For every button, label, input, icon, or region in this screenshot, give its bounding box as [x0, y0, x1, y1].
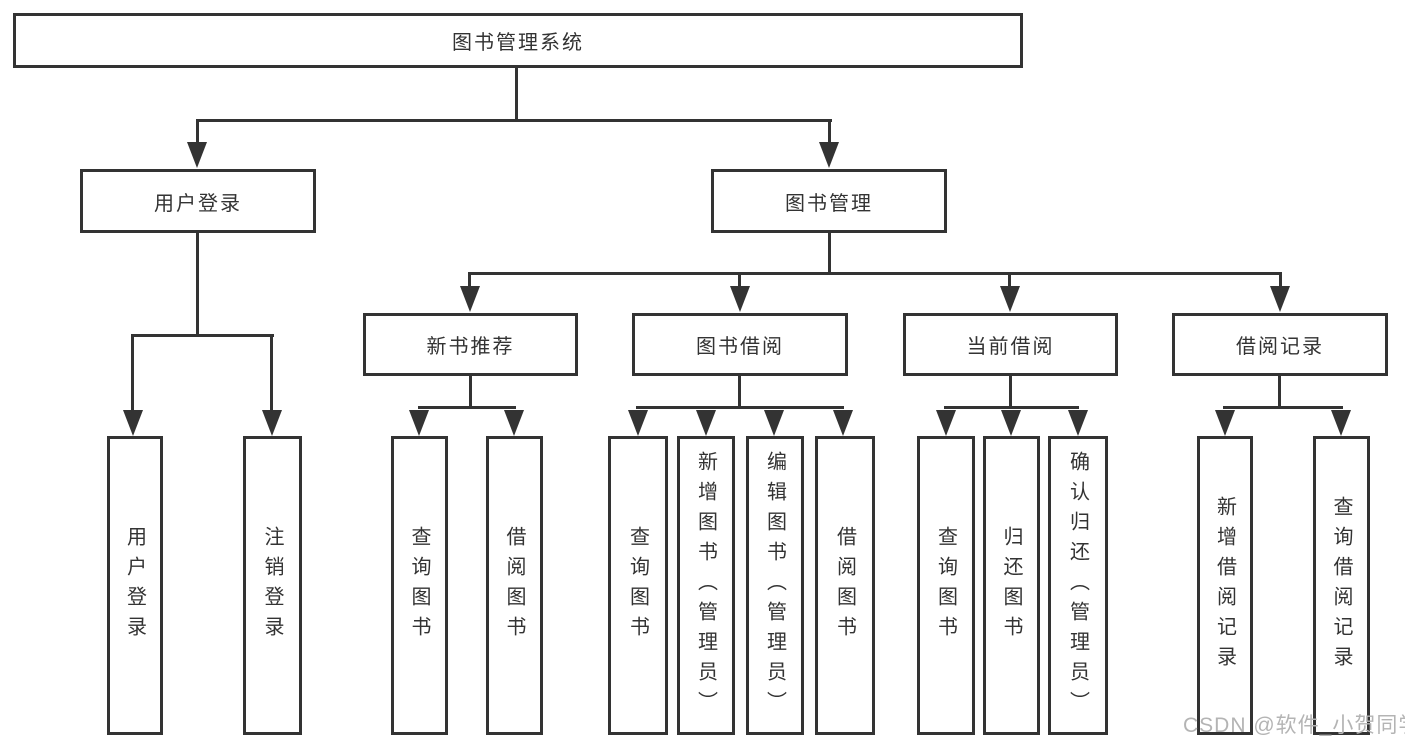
node-leaf-recommend-query-book-label: 查询图书 [408, 525, 430, 646]
arrowhead-down-icon [1000, 286, 1020, 312]
connector-userlogin-stem-right [270, 334, 273, 414]
connector-userlogin-hline [131, 334, 274, 337]
connector-newbook-vline [469, 376, 472, 408]
node-current-borrowing: 当前借阅 [903, 313, 1118, 376]
node-leaf-query-borrow-record-label: 查询借阅记录 [1330, 495, 1352, 676]
node-current-borrowing-label: 当前借阅 [966, 336, 1055, 358]
arrowhead-down-icon [628, 410, 648, 436]
connector-current-hline [944, 406, 1079, 409]
node-leaf-recommend-borrow-book-label: 借阅图书 [503, 525, 525, 646]
node-new-book-recommend: 新书推荐 [363, 313, 578, 376]
connector-root-hline [196, 119, 832, 122]
node-leaf-confirm-return-admin: 确认归还（管理员） [1048, 436, 1108, 735]
node-leaf-user-login: 用户登录 [107, 436, 163, 735]
connector-bookmgmt-stem-1 [468, 272, 471, 290]
arrowhead-down-icon [187, 142, 207, 168]
connector-bookmgmt-stem-2 [738, 272, 741, 290]
node-leaf-recommend-query-book: 查询图书 [391, 436, 448, 735]
node-root-label: 图书管理系统 [452, 32, 584, 54]
connector-records-hline [1223, 406, 1343, 409]
node-user-login-label: 用户登录 [154, 192, 242, 215]
arrowhead-down-icon [764, 410, 784, 436]
connector-root-stem-left [196, 119, 199, 147]
connector-records-vline [1278, 376, 1281, 408]
node-leaf-logout: 注销登录 [243, 436, 302, 735]
node-book-borrowing-label: 图书借阅 [696, 336, 784, 358]
node-leaf-add-book-admin-label: 新增图书（管理员） [694, 450, 717, 721]
connector-newbook-hline [418, 406, 516, 409]
watermark: CSDN @软件_小贺同学 [1183, 714, 1405, 737]
connector-userlogin-vline [196, 233, 199, 336]
connector-bookmgmt-stem-3 [1008, 272, 1011, 290]
connector-bookmgmt-vline [828, 233, 831, 275]
node-root: 图书管理系统 [13, 13, 1023, 68]
node-leaf-return-book-label: 归还图书 [1000, 525, 1022, 646]
node-book-borrowing: 图书借阅 [632, 313, 848, 376]
node-leaf-borrowing-borrow-book-label: 借阅图书 [833, 525, 856, 646]
connector-borrowing-hline [636, 406, 844, 409]
arrowhead-down-icon [262, 410, 282, 436]
connector-borrowing-vline [738, 376, 741, 408]
arrowhead-down-icon [1270, 286, 1290, 312]
arrowhead-down-icon [409, 410, 429, 436]
arrowhead-down-icon [1215, 410, 1235, 436]
node-leaf-current-query-book: 查询图书 [917, 436, 975, 735]
arrowhead-down-icon [504, 410, 524, 436]
arrowhead-down-icon [696, 410, 716, 436]
node-leaf-add-borrow-record-label: 新增借阅记录 [1213, 495, 1236, 676]
node-book-management-label: 图书管理 [785, 192, 873, 215]
arrowhead-down-icon [730, 286, 750, 312]
node-leaf-add-borrow-record: 新增借阅记录 [1197, 436, 1253, 735]
node-leaf-add-book-admin: 新增图书（管理员） [677, 436, 735, 735]
arrowhead-down-icon [123, 410, 143, 436]
arrowhead-down-icon [460, 286, 480, 312]
connector-root-stem-right [828, 119, 831, 147]
node-book-management: 图书管理 [711, 169, 947, 233]
arrowhead-down-icon [833, 410, 853, 436]
connector-current-vline [1009, 376, 1012, 408]
node-leaf-user-login-label: 用户登录 [123, 525, 146, 646]
node-user-login: 用户登录 [80, 169, 316, 233]
node-new-book-recommend-label: 新书推荐 [426, 336, 515, 358]
arrowhead-down-icon [1331, 410, 1351, 436]
node-leaf-logout-label: 注销登录 [261, 525, 283, 646]
node-borrow-records: 借阅记录 [1172, 313, 1388, 376]
node-leaf-return-book: 归还图书 [983, 436, 1040, 735]
node-leaf-current-query-book-label: 查询图书 [934, 525, 957, 646]
node-leaf-recommend-borrow-book: 借阅图书 [486, 436, 543, 735]
node-leaf-borrowing-borrow-book: 借阅图书 [815, 436, 875, 735]
connector-root-vline [515, 68, 518, 121]
node-leaf-query-borrow-record: 查询借阅记录 [1313, 436, 1370, 735]
arrowhead-down-icon [819, 142, 839, 168]
node-leaf-edit-book-admin-label: 编辑图书（管理员） [763, 450, 786, 721]
node-leaf-edit-book-admin: 编辑图书（管理员） [746, 436, 804, 735]
connector-bookmgmt-stem-4 [1279, 272, 1282, 290]
node-borrow-records-label: 借阅记录 [1236, 336, 1324, 358]
arrowhead-down-icon [1001, 410, 1021, 436]
arrowhead-down-icon [936, 410, 956, 436]
node-leaf-confirm-return-admin-label: 确认归还（管理员） [1066, 450, 1089, 721]
node-leaf-borrowing-query-book-label: 查询图书 [626, 525, 649, 646]
connector-bookmgmt-hline [469, 272, 1282, 275]
arrowhead-down-icon [1068, 410, 1088, 436]
node-leaf-borrowing-query-book: 查询图书 [608, 436, 668, 735]
connector-userlogin-stem-left [131, 334, 134, 414]
